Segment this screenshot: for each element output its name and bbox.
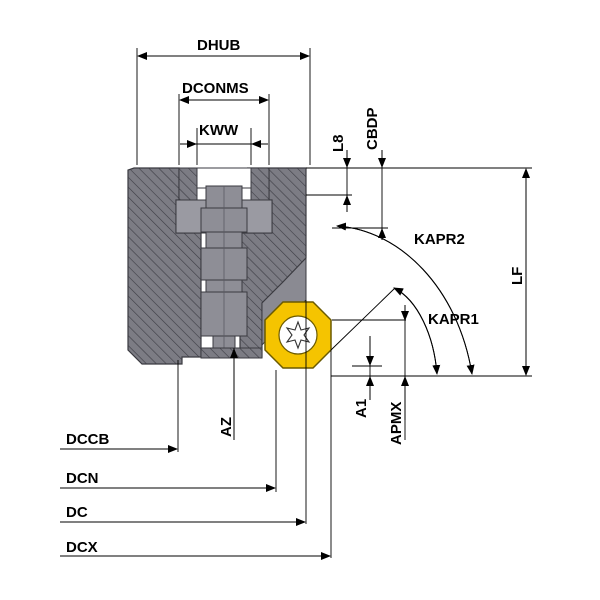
label-az: AZ bbox=[218, 417, 235, 437]
label-cbdp: CBDP bbox=[364, 107, 381, 150]
label-dconms: DCONMS bbox=[182, 80, 249, 97]
label-l8: L8 bbox=[330, 134, 347, 152]
label-dhub: DHUB bbox=[197, 37, 240, 54]
keyway-right bbox=[250, 167, 270, 201]
label-kapr1: KAPR1 bbox=[428, 311, 479, 328]
label-lf: LF bbox=[509, 267, 526, 285]
label-dcn: DCN bbox=[66, 470, 99, 487]
label-a1: A1 bbox=[353, 399, 370, 418]
keyway-left bbox=[178, 167, 198, 201]
label-dccb: DCCB bbox=[66, 431, 109, 448]
torx-icon bbox=[285, 320, 311, 350]
label-dcx: DCX bbox=[66, 539, 98, 556]
octagonal-insert bbox=[264, 301, 332, 369]
label-kapr2: KAPR2 bbox=[414, 231, 465, 248]
dimension-lines bbox=[60, 52, 530, 560]
extension-lines bbox=[136, 48, 532, 558]
clamping-screw bbox=[200, 185, 248, 349]
label-kww: KWW bbox=[199, 122, 239, 139]
body-bottom-lip bbox=[200, 347, 263, 359]
label-apmx: APMX bbox=[388, 402, 405, 445]
label-dc: DC bbox=[66, 504, 88, 521]
